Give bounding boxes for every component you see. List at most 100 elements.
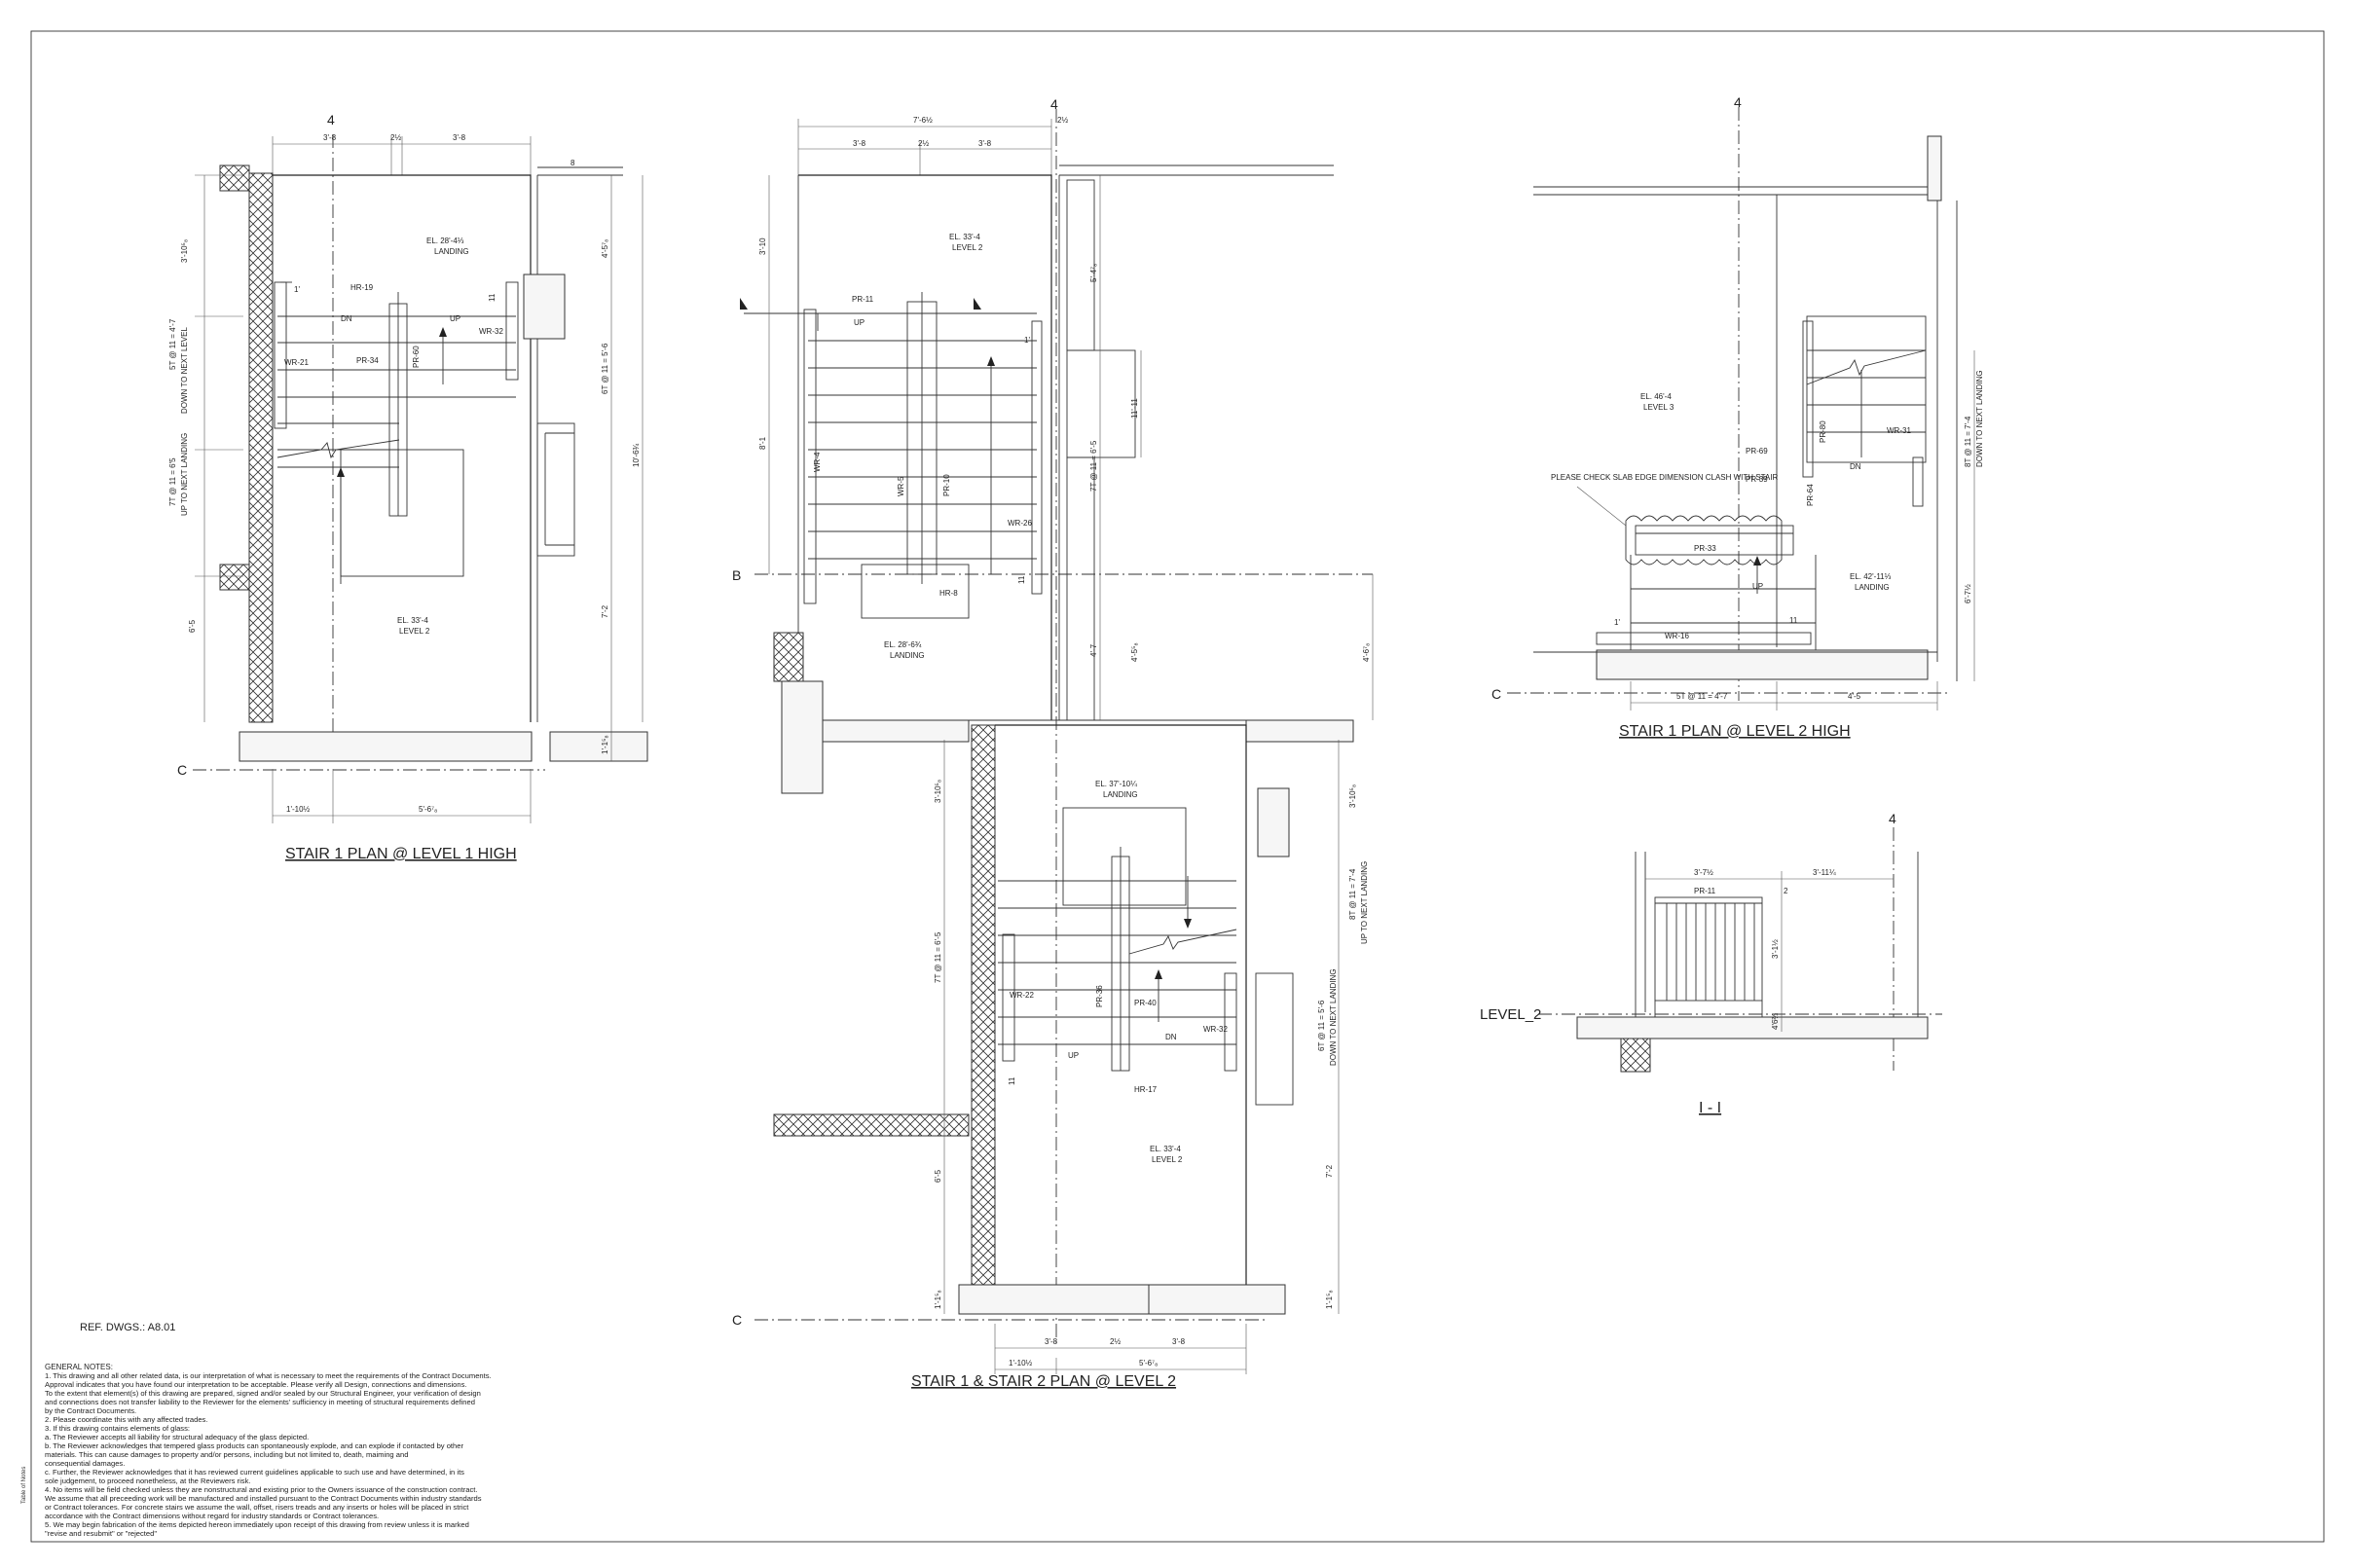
plan2-label-pr11: PR-11 [852,295,874,304]
plan2-label-el-lower: EL. 37'-10¼ [1095,780,1137,788]
plan2-label-landing-lower: LANDING [1103,790,1138,799]
plan2-grid-c-label: C [732,1312,742,1328]
plan1-dim-left-4: 7T @ 11 = 6'5 [168,457,177,506]
side-tag: Table of Notes [21,1466,27,1504]
plan2-label-pr36: PR-36 [1095,985,1104,1007]
plan2-dim-left-4: 7T @ 11 = 6'-5 [934,931,942,983]
plan-stair1-level2-high: 4 C EL. [1491,94,1984,740]
plan2-dim-right-8: 8T @ 11 = 7'-4 [1348,868,1357,920]
plan1-dim-left-5: UP TO NEXT LANDING [180,433,189,516]
note-line: To the extent that element(s) of this dr… [45,1389,481,1398]
plan1-label-hr19: HR-19 [350,283,374,292]
plan2-label-hr17: HR-17 [1134,1085,1158,1094]
plan2-dim-right-9: UP TO NEXT LANDING [1360,861,1369,944]
plan3-label-up: UP [1752,582,1763,591]
plan1-dim-right-4: 7'-2 [601,604,609,618]
plan2-dim-right-3: 7T @ 11 = 6'-5 [1089,440,1098,492]
note-line: "revise and resubmit" or "rejected" [45,1529,158,1538]
plan2-dim-right-5: 4'-5⁵₈ [1130,642,1139,662]
dim-top-4: 8 [570,159,575,167]
plan2-title: STAIR 1 & STAIR 2 PLAN @ LEVEL 2 [911,1373,1176,1390]
plan3-label-el: EL. 46'-4 [1640,392,1672,401]
plan2-label-11: 11 [1017,575,1026,584]
plan2-label-up-lower: UP [1068,1051,1079,1060]
plan2-label-el: EL. 33'-4 [949,233,980,241]
plan2-label-1ft: 1' [1024,336,1030,345]
plan1-dim-right-5: 1'-1⁵₈ [601,735,609,754]
plan1-dim-right-3: 10'-6¾ [632,443,641,467]
plan1-dim-left-6: 6'-5 [188,619,197,633]
plan3-label-pr80: PR-80 [1819,420,1827,443]
plan2-label-el-level2-lower: EL. 33'-4 [1150,1145,1181,1153]
plan3-dim-bottom-2: 4'-5 [1848,692,1861,701]
plan2-dim-left-5: 6'-5 [934,1169,942,1183]
plan1-label-el-level2: EL. 33'-4 [397,616,428,625]
plan2-dim-top-2: 2½ [1057,116,1068,125]
plan3-label-wr16: WR-16 [1665,632,1689,640]
plan-stair1-stair2-level2: 4 B C 7'-6½ 2½ 3'-8 2½ 3'-8 [732,96,1374,1390]
plan2-dim-top-4: 2½ [918,139,929,148]
plan2-label-pr10: PR-10 [942,474,951,496]
note-line: a. The Reviewer accepts all liability fo… [45,1433,310,1441]
plan3-label-pr39: PR-39 [1746,475,1768,484]
plan2-label-wr4: WR-4 [813,452,822,472]
plan2-dim-left-3: 3'-10⁵₈ [934,780,942,803]
plan2-label-up: UP [854,318,865,327]
note-line: Approval indicates that you have found o… [45,1380,467,1389]
plan2-dim-right-10: 6T @ 11 = 5'-6 [1317,1000,1326,1051]
section-dim-5: 4'6⅔ [1771,1013,1780,1030]
plan1-dim-right-1: 4'-5⁷₈ [601,239,609,258]
plan3-label-el-landing: EL. 42'-11⅓ [1850,572,1892,581]
plan1-label-wr32: WR-32 [479,327,503,336]
general-notes: GENERAL NOTES: 1. This drawing and all o… [45,1363,551,1538]
plan1-label-11: 11 [488,293,497,302]
plan3-title: STAIR 1 PLAN @ LEVEL 2 HIGH [1619,723,1851,740]
plan1-label-level2: LEVEL 2 [399,627,430,636]
plan2-dim-bottom-1: 3'-8 [1045,1337,1058,1346]
plan1-label-pr34: PR-34 [356,356,379,365]
section-dim-2: 3'-11¼ [1813,868,1836,877]
plan3-label-dn: DN [1850,462,1861,471]
plan1-dim-left-3: DOWN TO NEXT LEVEL [180,327,189,414]
plan2-dim-right-11: DOWN TO NEXT LANDING [1329,968,1338,1066]
section-dim-1: 3'-7½ [1694,868,1713,877]
plan2-label-wr26: WR-26 [1008,519,1032,528]
plan2-dim-bottom-5: 5'-6⁷₈ [1139,1359,1158,1367]
plan2-label-wr32: WR-32 [1203,1025,1228,1034]
plan2-label-el-landing: EL. 28'-6¾ [884,640,922,649]
section-title: I - I [1699,1100,1721,1116]
plan1-dim-left-2: 5T @ 11 = 4'-7 [168,318,177,370]
plan2-dim-right-2: 11'-11 [1130,398,1139,419]
plan3-label-level3: LEVEL 3 [1643,403,1674,412]
plan2-dim-top-3: 3'-8 [853,139,866,148]
section-dim-4: 3'-1½ [1771,939,1780,959]
plan3-lower-treads [1631,588,1816,624]
plan2-grid-b-label: B [732,567,741,583]
note-line: 5. We may begin fabrication of the items… [45,1520,469,1529]
plan2-label-pr40: PR-40 [1134,999,1157,1007]
plan1-dim-left-1: 3'-10⁵₈ [180,239,189,263]
plan2-dim-left-1: 3'-10 [758,237,767,255]
plan2-label-landing: LANDING [890,651,925,660]
note-line: 4. No items will be field checked unless… [45,1485,478,1494]
plan1-title: STAIR 1 PLAN @ LEVEL 1 HIGH [285,846,517,862]
dim-top-3: 3'-8 [453,133,466,142]
plan3-dim-bottom-1: 5T @ 11 = 4'-7 [1676,692,1728,701]
general-notes-heading: GENERAL NOTES: [45,1363,113,1371]
plan2-label-dn: DN [1165,1033,1177,1041]
plan1-dim-right-2: 6T @ 11 = 5'-6 [601,343,609,394]
plan2-dim-bottom-2: 2½ [1110,1337,1121,1346]
plan2-upper-treads [808,312,1037,560]
sheet-border [30,30,2325,1543]
plan2-label-level2: LEVEL 2 [952,243,983,252]
note-line: by the Contract Documents. [45,1406,137,1415]
plan2-dim-right-1: 5'-4⁷₈ [1089,264,1098,282]
note-line: 2. Please coordinate this with any affec… [45,1415,208,1424]
plan2-grid-4-label: 4 [1050,96,1058,112]
plan3-grid-4-label: 4 [1734,94,1742,110]
plan2-dim-right-7: 3'-10⁵₈ [1348,784,1357,808]
plan2-label-wr5: WR-5 [897,476,905,496]
plan3-label-pr64: PR-64 [1806,484,1815,506]
plan2-dim-top-1: 7'-6½ [913,116,933,125]
